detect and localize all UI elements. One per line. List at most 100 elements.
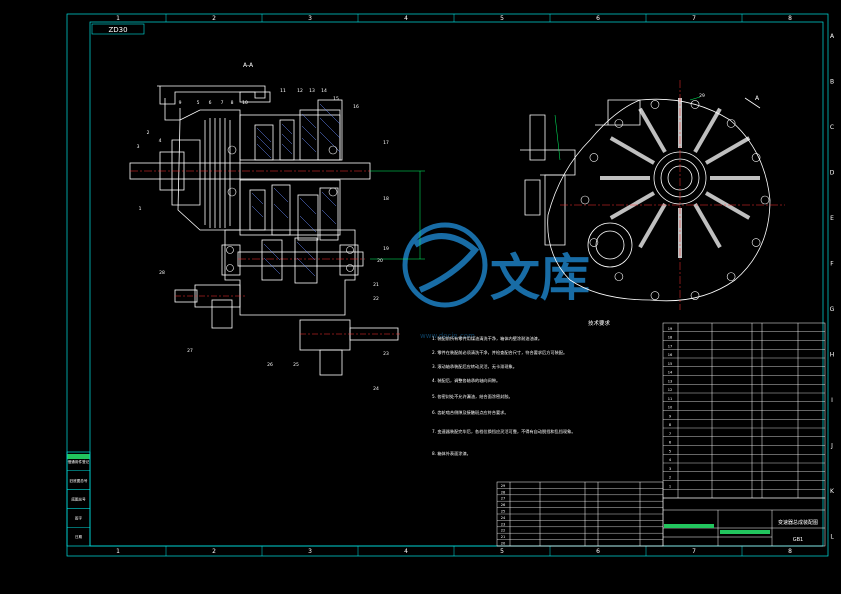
part-balloon: 14: [321, 88, 327, 94]
part-balloon: 9: [179, 100, 182, 106]
housing-rib: [609, 136, 656, 165]
tech-note: 6. 齿轮啮合侧隙及接触斑点应符合要求。: [432, 409, 509, 416]
side-view-mark: A: [755, 95, 760, 102]
bottom-row-number: 24: [501, 516, 506, 520]
stamp-label: 旧底图总号: [70, 478, 88, 483]
bolt-hole: [650, 100, 660, 109]
row-label: I: [831, 397, 833, 404]
column-label-bottom: 5: [500, 548, 504, 555]
part-balloon: 4: [159, 138, 162, 144]
row-label: E: [830, 215, 834, 222]
column-label-bottom: 8: [788, 548, 792, 555]
column-label-top: 3: [308, 15, 312, 22]
part-balloon: 6: [209, 100, 212, 106]
parts-row-number: 5: [669, 449, 671, 453]
bottom-row-number: 22: [501, 529, 506, 533]
part-balloon: 16: [353, 104, 359, 110]
bottom-row-number: 27: [501, 497, 506, 501]
housing-rib: [704, 191, 751, 220]
part-balloon: 29: [699, 93, 705, 99]
row-label: L: [830, 534, 834, 541]
part-balloon: 21: [373, 282, 379, 288]
part-balloon: 10: [242, 100, 248, 106]
section-view-main: A-A: [129, 62, 425, 376]
row-label: K: [830, 488, 835, 495]
row-label: D: [830, 170, 835, 177]
part-balloon: 24: [373, 386, 379, 392]
bolt-hole: [726, 119, 736, 128]
bottom-row-number: 29: [501, 484, 506, 488]
bottom-row-number: 21: [501, 535, 506, 539]
parts-row-number: 18: [668, 336, 673, 340]
housing-rib: [609, 191, 656, 220]
part-balloon: 13: [309, 88, 315, 94]
stamp-label: 借通用件登记: [68, 459, 90, 464]
part-balloon: 19: [383, 246, 389, 252]
bolt-hole: [614, 119, 624, 128]
housing-rib: [693, 202, 722, 249]
bolt-hole: [751, 238, 761, 247]
watermark-subtext: www.docin.com: [420, 332, 475, 340]
bottom-row-number: 23: [501, 522, 506, 526]
column-label-bottom: 4: [404, 548, 408, 555]
part-balloon: 1: [139, 206, 142, 212]
stamp-label: 签字: [75, 515, 83, 520]
parts-row-number: 11: [668, 397, 673, 401]
column-label-top: 1: [116, 15, 120, 22]
parts-row-number: 14: [668, 371, 673, 375]
technical-notes: 1. 装配前所有零件用煤油清洗干净，箱体内壁涂耐油油漆。2. 零件在装配前必须清…: [432, 335, 576, 457]
parts-row-number: 4: [669, 458, 672, 462]
bolt-hole: [726, 272, 736, 281]
column-label-bottom: 7: [692, 548, 696, 555]
part-balloon: 28: [159, 270, 165, 276]
part-balloon: 17: [383, 140, 389, 146]
part-balloon: 11: [280, 88, 286, 94]
parts-row-number: 8: [669, 423, 672, 427]
part-balloon: 20: [377, 258, 383, 264]
tech-note: 5. 各密封处不允许漏油，结合面涂密封胶。: [432, 393, 513, 400]
column-label-bottom: 3: [308, 548, 312, 555]
part-balloon: 3: [137, 144, 140, 150]
stamp-label: 底图总号: [71, 497, 86, 502]
housing-rib: [638, 202, 667, 249]
bottom-row-number: 28: [501, 490, 506, 494]
part-balloons-right: 29: [689, 93, 705, 101]
column-label-bottom: 2: [212, 548, 216, 555]
column-label-top: 6: [596, 15, 600, 22]
stamp-highlight: [67, 454, 90, 459]
parts-row-number: 19: [668, 327, 673, 331]
part-balloon: 15: [333, 96, 339, 102]
housing-rib: [704, 136, 751, 165]
stamp-cell: [66, 527, 91, 547]
housing-rib: [693, 107, 722, 154]
side-view-housing: A: [520, 80, 785, 310]
column-label-top: 8: [788, 15, 792, 22]
sheet-code: ZD30: [108, 26, 127, 34]
parts-row-number: 12: [668, 388, 673, 392]
part-balloon: 23: [383, 351, 389, 357]
section-mark: A-A: [243, 62, 254, 69]
parts-row-number: 3: [669, 467, 671, 471]
drawing-number: GB1: [793, 537, 804, 543]
column-label-bottom: 6: [596, 548, 600, 555]
part-balloon: 5: [197, 100, 200, 106]
tech-note: 3. 滚动轴承装配后应转动灵活，无卡滞现象。: [432, 363, 517, 370]
part-balloon: 26: [267, 362, 273, 368]
column-label-top: 7: [692, 15, 696, 22]
part-balloon: 2: [147, 130, 150, 136]
housing-rib: [638, 107, 667, 154]
part-balloon: 25: [293, 362, 299, 368]
parts-row-number: 7: [669, 432, 671, 436]
parts-row-number: 10: [668, 406, 673, 410]
bolt-hole: [580, 195, 590, 205]
bottom-row-number: 26: [501, 503, 506, 507]
parts-row-number: 9: [669, 414, 672, 418]
watermark-text: 文库: [490, 249, 590, 307]
tech-note: 2. 零件在装配前必须清洗干净，并检查配合尺寸，符合要求后方可装配。: [432, 349, 567, 356]
parts-row-number: 6: [669, 441, 672, 445]
